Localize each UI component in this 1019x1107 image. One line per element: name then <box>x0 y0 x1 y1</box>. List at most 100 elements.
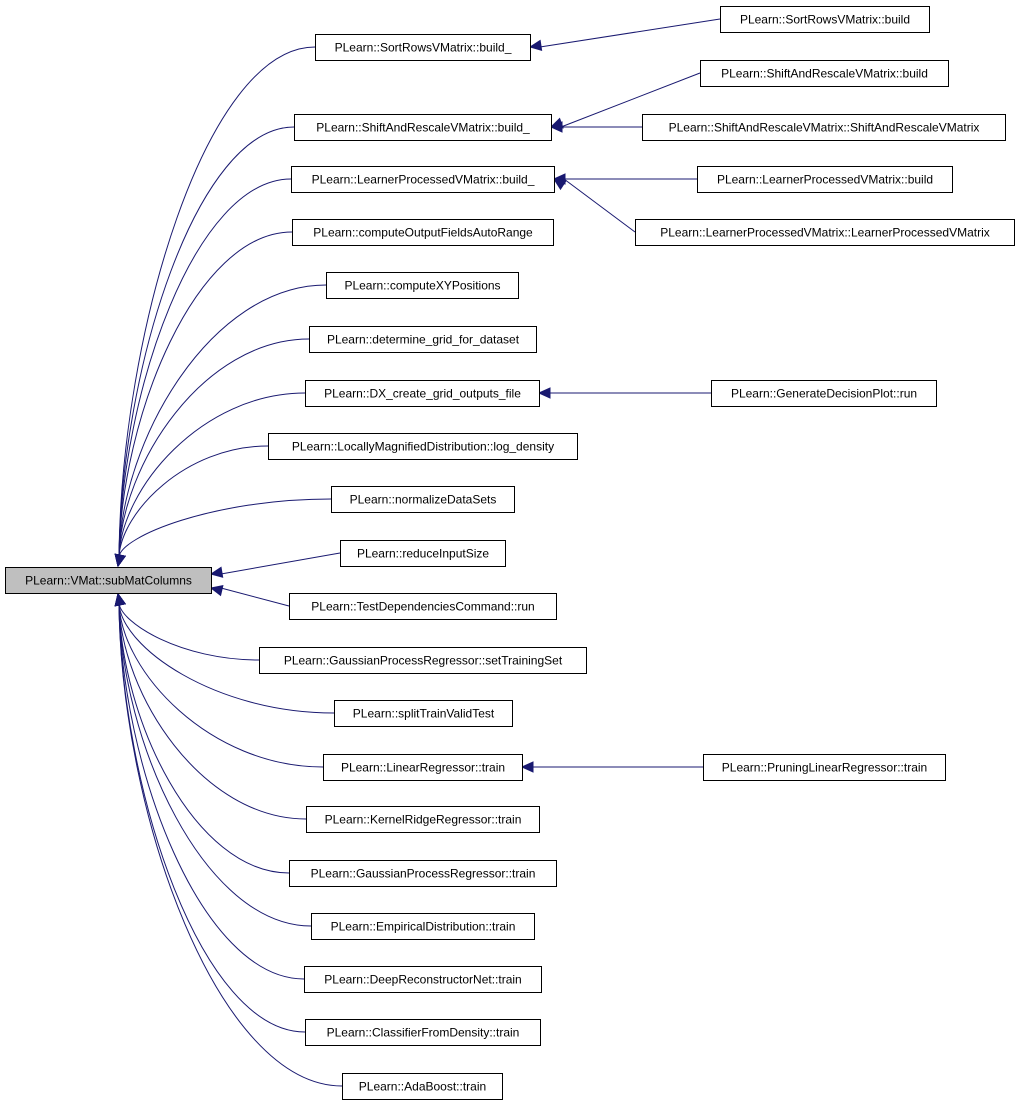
node-m1[interactable]: PLearn::SortRowsVMatrix::build <box>720 6 930 33</box>
node-label: PLearn::KernelRidgeRegressor::train <box>325 813 522 827</box>
node-n4[interactable]: PLearn::computeOutputFieldsAutoRange <box>292 219 554 246</box>
node-n3[interactable]: PLearn::LearnerProcessedVMatrix::build_ <box>291 166 555 193</box>
node-label: PLearn::SortRowsVMatrix::build <box>740 13 910 27</box>
node-box <box>703 754 946 781</box>
node-box <box>342 1073 503 1100</box>
node-label: PLearn::GaussianProcessRegressor::setTra… <box>284 654 563 668</box>
edge-n5-to-root <box>114 284 327 568</box>
node-m6[interactable]: PLearn::GenerateDecisionPlot::run <box>711 380 937 407</box>
node-root[interactable]: PLearn::VMat::subMatColumns <box>5 567 212 594</box>
edge-n15-to-root <box>114 592 307 820</box>
node-box <box>305 380 540 407</box>
node-label: PLearn::GenerateDecisionPlot::run <box>731 387 917 401</box>
edges-layer <box>114 18 721 1087</box>
node-box <box>311 913 535 940</box>
node-box <box>5 567 212 594</box>
node-n11[interactable]: PLearn::TestDependenciesCommand::run <box>289 593 557 620</box>
node-box <box>720 6 930 33</box>
node-box <box>309 326 537 353</box>
node-n20[interactable]: PLearn::AdaBoost::train <box>342 1073 503 1100</box>
node-n9[interactable]: PLearn::normalizeDataSets <box>331 486 515 513</box>
node-m2[interactable]: PLearn::ShiftAndRescaleVMatrix::build <box>700 60 949 87</box>
edge-m4-to-n3 <box>552 173 697 185</box>
node-box <box>326 272 519 299</box>
node-box <box>305 1019 541 1046</box>
node-label: PLearn::EmpiricalDistribution::train <box>331 920 516 934</box>
node-label: PLearn::GaussianProcessRegressor::train <box>311 867 536 881</box>
edge-n12-to-root <box>114 592 260 661</box>
node-n16[interactable]: PLearn::GaussianProcessRegressor::train <box>289 860 557 887</box>
edge-m5-to-n3 <box>552 178 636 233</box>
node-label: PLearn::ShiftAndRescaleVMatrix::ShiftAnd… <box>669 121 980 135</box>
node-label: PLearn::computeOutputFieldsAutoRange <box>313 226 533 240</box>
node-label: PLearn::determine_grid_for_dataset <box>327 333 520 347</box>
node-label: PLearn::ShiftAndRescaleVMatrix::build <box>721 67 928 81</box>
node-n5[interactable]: PLearn::computeXYPositions <box>326 272 519 299</box>
node-label: PLearn::VMat::subMatColumns <box>25 574 192 588</box>
node-box <box>315 34 531 61</box>
node-box <box>331 486 515 513</box>
node-box <box>294 114 552 141</box>
arrowhead <box>209 566 224 578</box>
node-box <box>304 966 542 993</box>
arrowhead <box>552 178 567 191</box>
node-n17[interactable]: PLearn::EmpiricalDistribution::train <box>311 913 535 940</box>
node-n15[interactable]: PLearn::KernelRidgeRegressor::train <box>306 806 540 833</box>
edge-n11-to-root <box>209 584 290 607</box>
node-box <box>340 540 506 567</box>
node-n12[interactable]: PLearn::GaussianProcessRegressor::setTra… <box>259 647 587 674</box>
node-m7[interactable]: PLearn::PruningLinearRegressor::train <box>703 754 946 781</box>
node-label: PLearn::LocallyMagnifiedDistribution::lo… <box>292 440 554 454</box>
node-m3[interactable]: PLearn::ShiftAndRescaleVMatrix::ShiftAnd… <box>642 114 1006 141</box>
edge-n9-to-root <box>114 498 332 568</box>
node-box <box>334 700 513 727</box>
node-box <box>635 219 1015 246</box>
edge-n1-to-root <box>114 46 316 568</box>
node-n2[interactable]: PLearn::ShiftAndRescaleVMatrix::build_ <box>294 114 552 141</box>
edge-n10-to-root <box>209 552 341 578</box>
node-label: PLearn::DeepReconstructorNet::train <box>324 973 521 987</box>
node-label: PLearn::LearnerProcessedVMatrix::Learner… <box>660 226 989 240</box>
node-box <box>306 806 540 833</box>
arrowhead <box>549 121 563 133</box>
edge-m6-to-n7 <box>537 387 711 399</box>
node-label: PLearn::LearnerProcessedVMatrix::build_ <box>312 173 535 187</box>
arrowhead <box>528 39 543 52</box>
arrowhead <box>520 761 534 773</box>
node-label: PLearn::SortRowsVMatrix::build_ <box>335 41 512 55</box>
edge-n7-to-root <box>114 392 306 568</box>
node-n19[interactable]: PLearn::ClassifierFromDensity::train <box>305 1019 541 1046</box>
edge-m3-to-n2 <box>549 121 642 133</box>
edge-n4-to-root <box>114 231 293 568</box>
node-m5[interactable]: PLearn::LearnerProcessedVMatrix::Learner… <box>635 219 1015 246</box>
node-box <box>268 433 578 460</box>
node-label: PLearn::splitTrainValidTest <box>353 707 495 721</box>
node-n18[interactable]: PLearn::DeepReconstructorNet::train <box>304 966 542 993</box>
node-label: PLearn::TestDependenciesCommand::run <box>311 600 534 614</box>
node-box <box>292 219 554 246</box>
node-n7[interactable]: PLearn::DX_create_grid_outputs_file <box>305 380 540 407</box>
node-n14[interactable]: PLearn::LinearRegressor::train <box>323 754 523 781</box>
edge-m7-to-n14 <box>520 761 703 773</box>
node-n10[interactable]: PLearn::reduceInputSize <box>340 540 506 567</box>
node-label: PLearn::reduceInputSize <box>357 547 489 561</box>
node-n13[interactable]: PLearn::splitTrainValidTest <box>334 700 513 727</box>
nodes-layer: PLearn::VMat::subMatColumns PLearn::SortR… <box>5 6 1015 1100</box>
node-box <box>289 860 557 887</box>
arrowhead <box>114 553 126 568</box>
node-label: PLearn::PruningLinearRegressor::train <box>722 761 927 775</box>
node-n8[interactable]: PLearn::LocallyMagnifiedDistribution::lo… <box>268 433 578 460</box>
arrowhead <box>114 592 126 607</box>
node-label: PLearn::normalizeDataSets <box>350 493 497 507</box>
node-box <box>697 166 953 193</box>
node-n1[interactable]: PLearn::SortRowsVMatrix::build_ <box>315 34 531 61</box>
node-label: PLearn::AdaBoost::train <box>359 1080 486 1094</box>
node-label: PLearn::LinearRegressor::train <box>341 761 505 775</box>
edge-n17-to-root <box>114 592 312 927</box>
node-m4[interactable]: PLearn::LearnerProcessedVMatrix::build <box>697 166 953 193</box>
node-box <box>259 647 587 674</box>
node-label: PLearn::ClassifierFromDensity::train <box>327 1026 520 1040</box>
arrowhead <box>209 584 224 597</box>
node-n6[interactable]: PLearn::determine_grid_for_dataset <box>309 326 537 353</box>
